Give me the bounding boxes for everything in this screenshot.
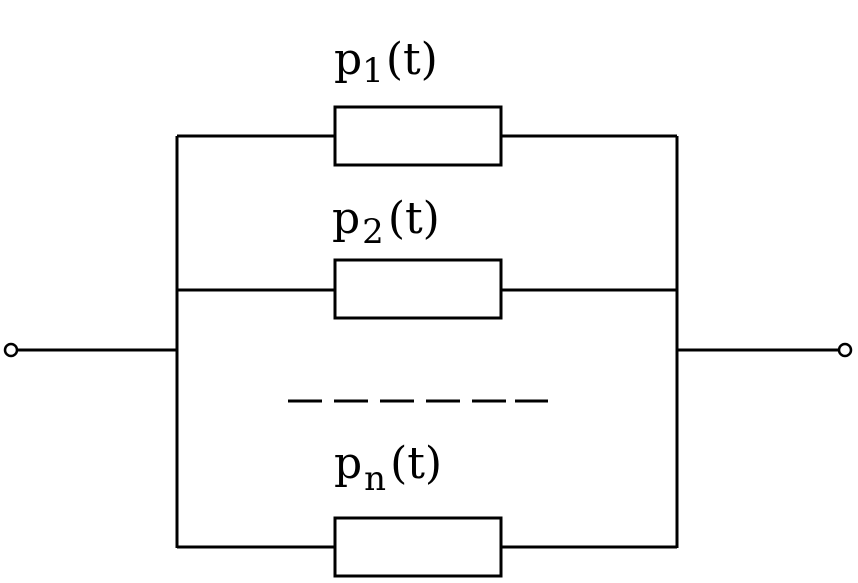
branch-n-resistor — [333, 516, 503, 578]
branch-n-subscript: n — [364, 459, 386, 499]
branch-2: p2(t) — [177, 193, 677, 320]
branch-1-resistor — [333, 105, 503, 167]
branch-2-subscript: 2 — [362, 212, 384, 252]
output-terminal — [837, 342, 853, 358]
branch-1-argument: (t) — [386, 34, 438, 85]
branch-n-symbol: p — [334, 438, 362, 489]
input-terminal — [3, 342, 19, 358]
branch-1-label: p1(t) — [334, 34, 438, 91]
branch-1-symbol: p — [334, 34, 362, 85]
branch-n-label: pn(t) — [334, 438, 442, 499]
branch-2-symbol: p — [332, 193, 360, 244]
branch-1-subscript: 1 — [362, 51, 384, 91]
branch-1: p1(t) — [177, 34, 677, 167]
branch-n: pn(t) — [177, 438, 677, 578]
branch-2-resistor — [333, 258, 503, 320]
branch-n-argument: (t) — [390, 438, 442, 489]
branch-2-argument: (t) — [388, 193, 440, 244]
branch-2-label: p2(t) — [332, 193, 440, 252]
